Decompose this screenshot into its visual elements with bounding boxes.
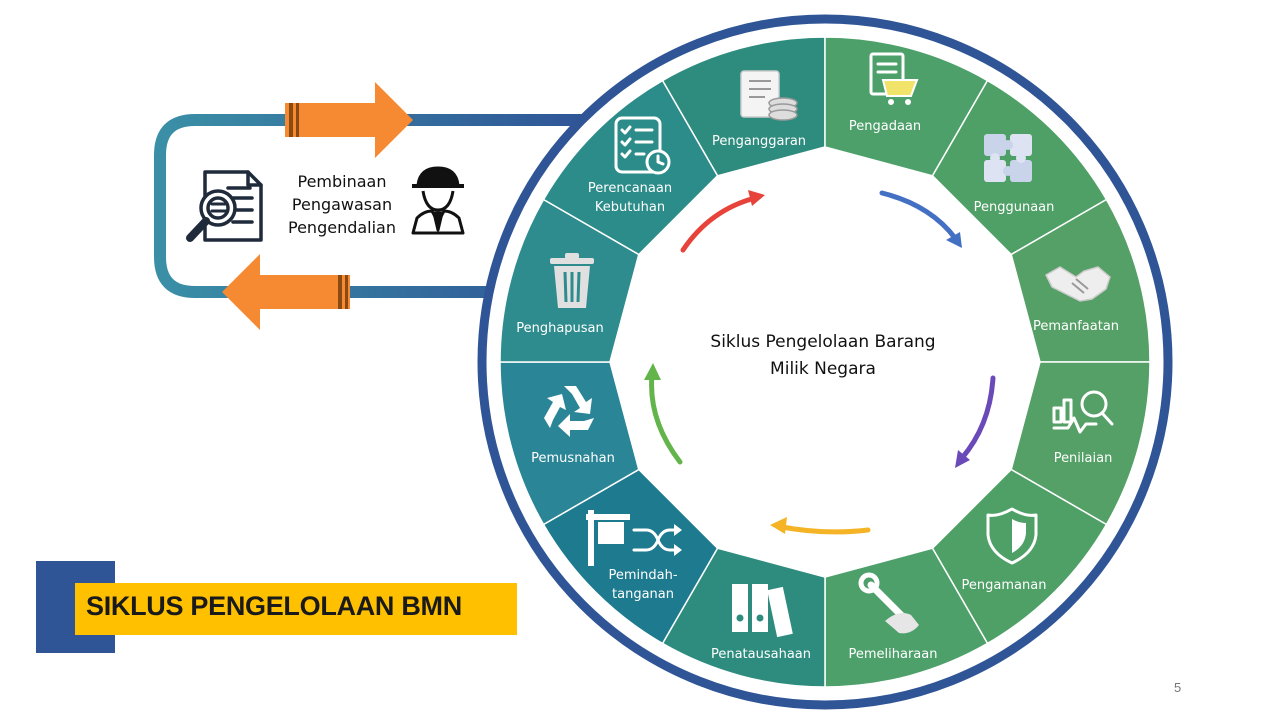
signpost-transfer-icon bbox=[586, 510, 682, 566]
flow-arrow-yellow bbox=[779, 524, 871, 535]
cycle-stage-label: tanganan bbox=[612, 587, 674, 602]
budget-document-coins-icon bbox=[740, 70, 798, 121]
oversight-loop-line bbox=[154, 114, 585, 298]
cycle-stage-label: Pemusnahan bbox=[531, 451, 615, 466]
flow-arrow-red bbox=[680, 195, 758, 253]
cycle-stage-label: Pemeliharaan bbox=[849, 647, 938, 662]
handshake-icon bbox=[1045, 266, 1111, 302]
flow-arrow-yellow-head bbox=[770, 517, 787, 534]
puzzle-pieces-icon bbox=[984, 134, 1032, 182]
cycle-stage-label: Penatausahaan bbox=[711, 647, 811, 662]
page-number: 5 bbox=[1174, 680, 1182, 695]
flow-arrow-purple bbox=[959, 375, 996, 461]
flow-arrow-purple-head bbox=[955, 450, 970, 468]
flow-arrow-blue bbox=[879, 190, 958, 241]
checklist-clock-icon bbox=[614, 116, 671, 175]
cycle-center-area bbox=[610, 147, 1040, 577]
oversight-text-pengawasan: Pengawasan bbox=[292, 195, 392, 214]
cycle-stage-label: Kebutuhan bbox=[595, 200, 665, 215]
cycle-stage-label: Pengadaan bbox=[849, 119, 921, 134]
cycle-stage-label: Pemindah- bbox=[608, 568, 677, 583]
recycle-icon bbox=[544, 386, 594, 437]
document-magnifier-icon bbox=[186, 170, 263, 242]
cycle-stage-label: Penilaian bbox=[1054, 451, 1113, 466]
cycle-center-title-line1: Siklus Pengelolaan Barang bbox=[710, 332, 935, 352]
cycle-stage-label: Penganggaran bbox=[712, 134, 806, 149]
cycle-stage-label: Pengamanan bbox=[962, 578, 1047, 593]
cycle-stage-label: Penggunaan bbox=[974, 200, 1055, 215]
shopping-cart-checklist-icon bbox=[869, 52, 919, 105]
trash-bin-icon bbox=[550, 253, 594, 308]
wrench-hand-icon bbox=[858, 572, 919, 634]
chart-magnifier-icon bbox=[1052, 390, 1114, 434]
cycle-stage-label: Perencanaan bbox=[588, 181, 672, 196]
binders-icon bbox=[732, 584, 793, 638]
cycle-center-title-line2: Milik Negara bbox=[770, 359, 876, 379]
page-title: SIKLUS PENGELOLAAN BMN bbox=[86, 591, 462, 621]
flow-arrow-green-head bbox=[644, 363, 661, 380]
oversight-text-pembinaan: Pembinaan bbox=[298, 172, 387, 191]
inspector-person-icon bbox=[411, 166, 465, 235]
cycle-stage-label: Pemanfaatan bbox=[1033, 319, 1119, 334]
shield-icon bbox=[986, 507, 1038, 565]
title-banner bbox=[75, 583, 517, 635]
orange-arrow-right-icon bbox=[285, 82, 413, 158]
oversight-text-pengendalian: Pengendalian bbox=[288, 218, 396, 237]
cycle-stage-label: Penghapusan bbox=[516, 321, 604, 336]
flow-arrow-blue-head bbox=[946, 232, 962, 248]
flow-arrow-green bbox=[649, 372, 683, 465]
flow-arrows bbox=[644, 190, 996, 535]
cycle-segment-perencanaankebutuhan bbox=[542, 79, 719, 256]
flow-arrow-red-head bbox=[748, 190, 765, 206]
orange-arrow-left-icon bbox=[222, 254, 350, 330]
